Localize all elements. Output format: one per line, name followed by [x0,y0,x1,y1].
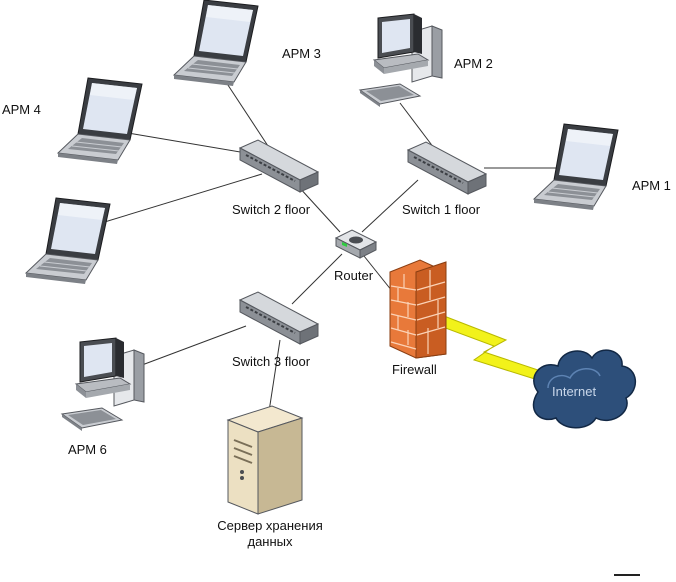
arm2-desktop-computer-icon[interactable] [359,13,443,108]
switch3-network-switch-icon[interactable] [239,291,319,345]
link-arm4-switch2 [127,132,259,156]
link-laptop-switch2 [97,173,263,225]
laptop-icon[interactable] [25,197,111,285]
corner-mark [614,574,640,576]
connections [97,75,560,419]
router-icon[interactable] [335,229,377,259]
arm1-laptop-icon[interactable] [533,123,619,211]
link-server-switch3 [267,339,281,419]
arm6-label: АРМ 6 [68,442,107,457]
link-arm6-switch3 [133,325,247,369]
arm3-laptop-icon[interactable] [173,0,259,87]
link-arm3-switch2 [221,75,269,147]
arm4-label: АРМ 4 [2,102,41,117]
lightning-bolt-icon [439,315,545,381]
switch1-network-switch-icon[interactable] [407,141,487,195]
arm2-label: АРМ 2 [454,56,493,71]
server-icon[interactable] [227,405,303,515]
link-arm2-switch1 [399,102,435,149]
link-switch2-router [297,185,341,233]
cloud-icon[interactable] [532,349,636,429]
arm3-label: АРМ 3 [282,46,321,61]
internet-label: Internet [552,384,596,399]
link-switch1-router [361,179,419,233]
firewall-icon[interactable] [389,259,447,359]
switch2-label: Switch 2 floor [232,202,311,217]
link-router-switch3 [291,253,343,305]
server-label-line2: данных [247,534,293,549]
arm6-desktop-computer-icon[interactable] [61,337,145,432]
arm1-label: АРМ 1 [632,178,671,193]
arm4-laptop-icon[interactable] [57,77,143,165]
switch2-network-switch-icon[interactable] [239,139,319,193]
router-label: Router [334,268,374,283]
server-label-line1: Сервер хранения [217,518,323,533]
firewall-label: Firewall [392,362,437,377]
switch1-label: Switch 1 floor [402,202,481,217]
switch3-label: Switch 3 floor [232,354,311,369]
